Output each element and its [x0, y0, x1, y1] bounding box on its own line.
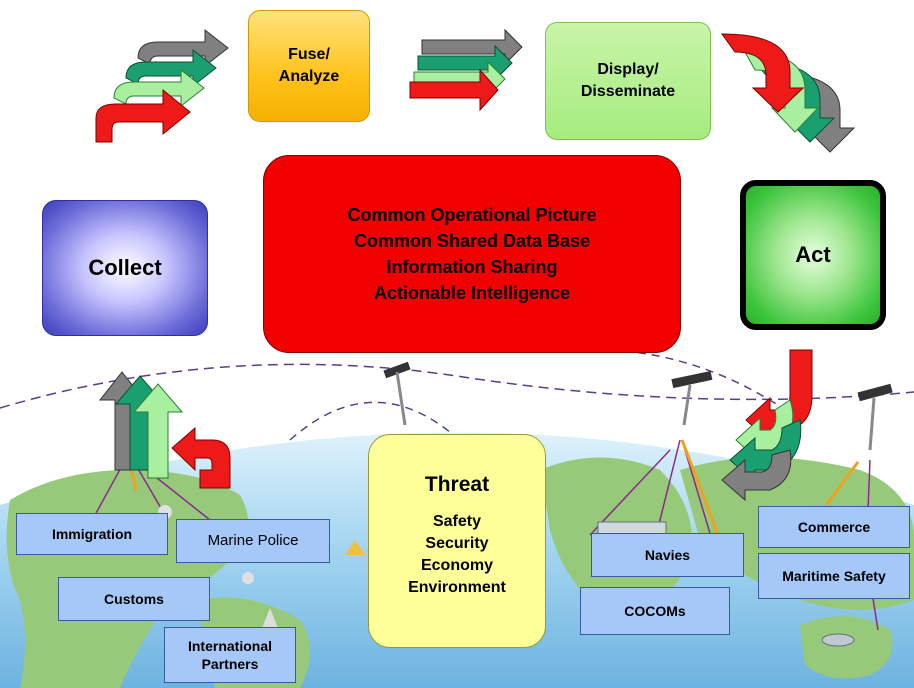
fuse-line-1: Fuse/	[288, 46, 330, 63]
tower-icon	[262, 608, 278, 628]
arrow-cluster-collect-to-fuse	[95, 28, 229, 143]
fuse-line-2: Analyze	[278, 68, 340, 85]
core-line-3: Information Sharing	[386, 257, 558, 277]
immigration-label: Immigration	[16, 513, 168, 555]
customs-label: Customs	[58, 577, 210, 621]
arrow-cluster-world-to-collect	[98, 371, 231, 489]
threat-item: Economy	[420, 557, 493, 574]
core-line-2: Common Shared Data Base	[353, 231, 591, 251]
threat-title: Threat	[424, 473, 490, 496]
navies-label: Navies	[591, 533, 744, 577]
international-line-1: International	[187, 638, 272, 654]
common-operational-picture-box: Common Operational Picture Common Shared…	[263, 155, 681, 353]
arrow-cluster-act-to-world	[721, 349, 813, 502]
threat-item: Safety	[432, 513, 482, 530]
display-disseminate-box: Display/ Disseminate	[545, 22, 711, 140]
land-australia	[800, 616, 893, 679]
display-line-2: Disseminate	[580, 83, 676, 100]
act-box: Act	[740, 180, 886, 330]
act-label: Act	[795, 242, 831, 267]
satellite-icon	[857, 383, 893, 451]
collect-label: Collect	[88, 255, 162, 280]
threat-item: Security	[425, 535, 489, 552]
marine-police-label: Marine Police	[176, 519, 330, 563]
collect-box: Collect	[42, 200, 208, 336]
orbit-arc-left	[289, 401, 471, 451]
commerce-label: Commerce	[758, 506, 910, 548]
pyramid-icon	[345, 540, 365, 555]
cocoms-label: COCOMs	[580, 587, 730, 635]
threat-item: Environment	[408, 579, 506, 596]
international-line-2: Partners	[201, 656, 259, 672]
vehicle-icon	[821, 633, 855, 647]
core-line-4: Actionable Intelligence	[373, 283, 571, 303]
satellite-icon	[383, 361, 411, 426]
threat-box: Threat Safety Security Economy Environme…	[368, 434, 546, 648]
satellite-icon	[671, 370, 713, 426]
fuse-analyze-box: Fuse/ Analyze	[248, 10, 370, 122]
display-line-1: Display/	[597, 61, 659, 78]
international-partners-label: International Partners	[164, 627, 296, 683]
arrow-cluster-display-to-act	[721, 33, 856, 153]
arrow-cluster-fuse-to-display	[409, 28, 523, 112]
orbit-arc-right	[609, 349, 801, 421]
orbit-line	[0, 363, 914, 409]
core-line-1: Common Operational Picture	[347, 205, 597, 225]
maritime-safety-label: Maritime Safety	[758, 553, 910, 599]
radar-dish-icon	[242, 572, 254, 584]
